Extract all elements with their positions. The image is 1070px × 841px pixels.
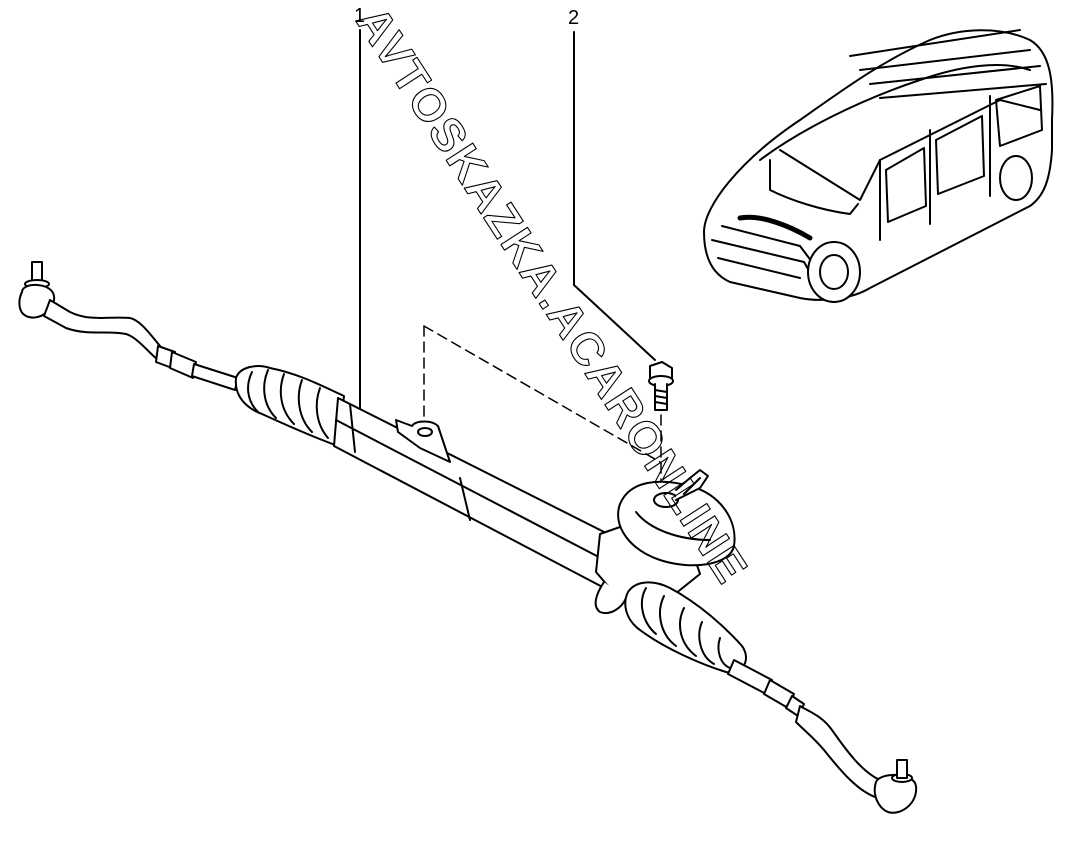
callout-number-1: 1 [354, 5, 366, 27]
right-tie-rod-end [785, 695, 918, 814]
right-boot [624, 581, 747, 674]
left-tie-rod-end [18, 261, 197, 379]
left-boot [234, 365, 345, 447]
watermark: AVTOSKAZKA.ACARONLINE [346, 0, 759, 593]
rack-housing [333, 397, 621, 593]
valve-body [594, 469, 736, 614]
steering-rack-drawing [18, 261, 918, 814]
leader-line-2 [573, 31, 656, 361]
vehicle-locator-drawing [703, 29, 1054, 303]
mounting-bolt-drawing [648, 361, 674, 411]
callout-number-2: 2 [568, 7, 580, 29]
watermark-text: AVTOSKAZKA.ACARONLINE [347, 0, 759, 593]
